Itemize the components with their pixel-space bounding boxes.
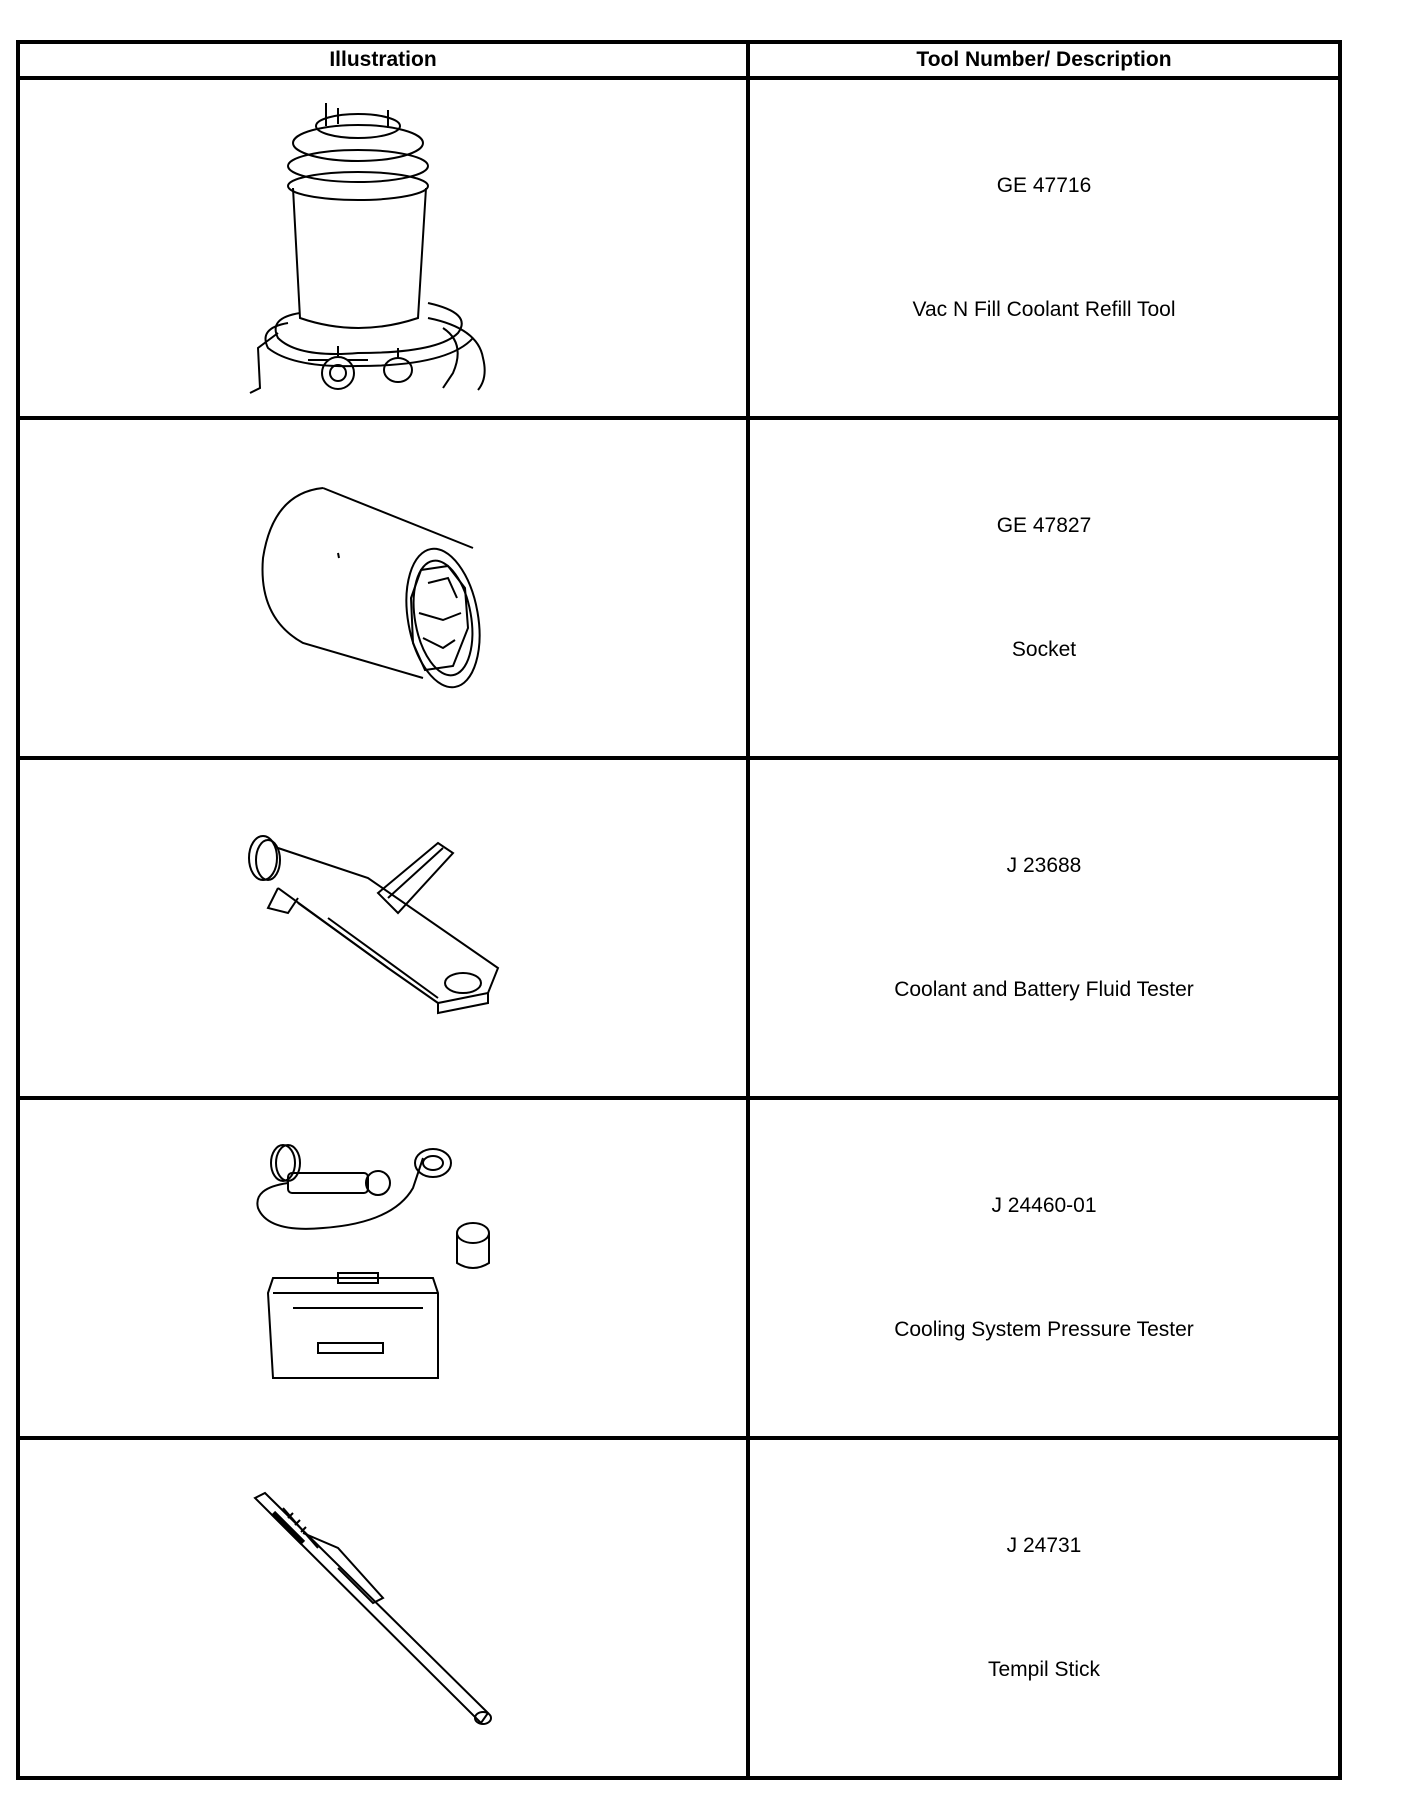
table-row: J 23688 Coolant and Battery Fluid Tester — [16, 756, 1342, 1100]
tool-description: Tempil Stick — [987, 1658, 1101, 1681]
tool-description: Socket — [1011, 638, 1077, 661]
table-row: J 24460-01 Cooling System Pressure Teste… — [16, 1096, 1342, 1440]
tool-description-cell: GE 47827 Socket — [746, 416, 1342, 760]
tool-description-cell: GE 47716 Vac N Fill Coolant Refill Tool — [746, 76, 1342, 420]
tool-number: J 23688 — [1006, 854, 1082, 877]
table-row: J 24731 Tempil Stick — [16, 1436, 1342, 1780]
tool-description: Coolant and Battery Fluid Tester — [894, 978, 1194, 1001]
tool-number: J 24460-01 — [991, 1194, 1097, 1217]
tool-number: J 24731 — [1006, 1534, 1082, 1557]
tool-description-cell: J 24460-01 Cooling System Pressure Teste… — [746, 1096, 1342, 1440]
tool-number: GE 47827 — [996, 514, 1092, 537]
tool-description: Cooling System Pressure Tester — [894, 1318, 1194, 1341]
tool-description: Vac N Fill Coolant Refill Tool — [912, 298, 1176, 321]
pressure-tester-icon — [243, 1138, 523, 1398]
illustration-cell — [16, 1436, 750, 1780]
table-row: GE 47716 Vac N Fill Coolant Refill Tool — [16, 76, 1342, 420]
tempil-stick-icon — [243, 1488, 523, 1728]
table-row: GE 47827 Socket — [16, 416, 1342, 760]
fluid-tester-icon — [238, 818, 528, 1038]
socket-icon — [243, 478, 523, 698]
tool-description-cell: J 23688 Coolant and Battery Fluid Tester — [746, 756, 1342, 1100]
header-tool-number-description: Tool Number/ Description — [746, 40, 1342, 80]
illustration-cell — [16, 76, 750, 420]
header-row: Illustration Tool Number/ Description — [16, 40, 1342, 80]
header-illustration: Illustration — [16, 40, 750, 80]
coolant-refill-tool-icon — [238, 98, 528, 398]
tool-number: GE 47716 — [996, 174, 1092, 197]
tool-description-cell: J 24731 Tempil Stick — [746, 1436, 1342, 1780]
illustration-cell — [16, 756, 750, 1100]
special-tools-table: Illustration Tool Number/ Description — [16, 40, 1342, 1780]
illustration-cell — [16, 416, 750, 760]
illustration-cell — [16, 1096, 750, 1440]
